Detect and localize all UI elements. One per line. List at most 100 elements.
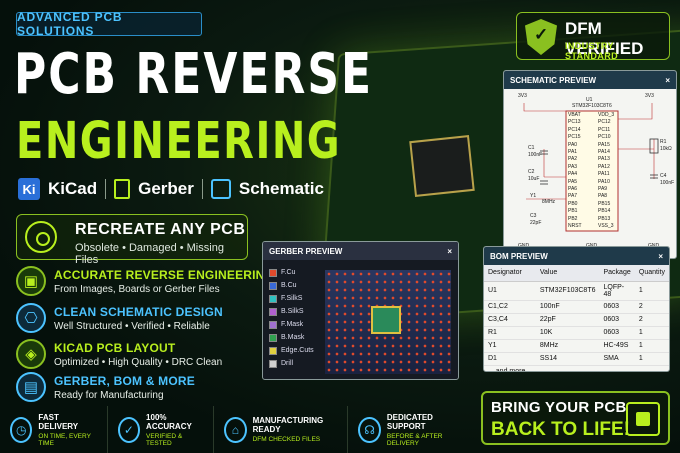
title-line-1: PCB REVERSE — [14, 42, 374, 108]
pin-label: PA11 — [598, 171, 610, 178]
benefit-subtitle: DFM CHECKED FILES — [252, 436, 321, 443]
tools-row: Ki KiCad Gerber Schematic — [18, 178, 324, 200]
tool-gerber: Gerber — [138, 179, 194, 198]
top-badge: ADVANCED PCB SOLUTIONS — [16, 10, 202, 38]
table-cell: 0603 — [599, 300, 635, 314]
table-cell: 2 — [634, 300, 669, 314]
pin-label: PA4 — [568, 171, 578, 178]
schematic-icon: ⎔ — [16, 303, 46, 333]
close-icon[interactable]: × — [658, 251, 663, 261]
table-cell: 2 — [634, 313, 669, 327]
document-icon: ▤ — [16, 372, 46, 402]
benefit-subtitle: VERIFIED & TESTED — [146, 432, 183, 447]
pin-label: VDD_3 — [598, 112, 615, 118]
table-cell: C3,C4 — [484, 313, 536, 327]
layer-color-swatch — [269, 359, 277, 368]
schematic-icon — [210, 179, 231, 199]
recreate-box: RECREATE ANY PCB Obsolete • Damaged • Mi… — [16, 214, 248, 266]
table-row: ... and more components... — [484, 365, 669, 371]
pin-label: NRST — [568, 223, 582, 230]
column-header: Package — [599, 265, 635, 282]
layer-item[interactable]: F.Cu — [269, 266, 314, 279]
feature-title: KICAD PCB LAYOUT — [54, 340, 176, 355]
benefit-title: FAST DELIVERY — [38, 412, 79, 431]
layer-label: Edge.Cuts — [281, 347, 314, 354]
dfm-verified-badge: DFM VERIFIED INDUSTRY STANDARD — [516, 12, 670, 61]
pin-label: VSS_3 — [598, 223, 614, 230]
layer-item[interactable]: Drill — [269, 357, 314, 370]
layer-color-swatch — [269, 346, 277, 355]
feature-title: ACCURATE REVERSE ENGINEERING — [54, 267, 275, 282]
component-value: 8MHz — [542, 199, 556, 205]
pin-label: PA7 — [568, 193, 578, 200]
component-value: 10kΩ — [660, 146, 672, 152]
pin-label: PB15 — [598, 200, 611, 207]
pin-label: PA12 — [598, 163, 610, 170]
pin-label: PB0 — [568, 200, 578, 207]
component-value: 100nF — [528, 152, 543, 158]
cta-box: BRING YOUR PCB BACK TO LIFE! — [481, 391, 670, 445]
layer-item[interactable]: B.SilkS — [269, 305, 314, 318]
benefit-title: 100% ACCURACY — [146, 412, 192, 431]
benefit-subtitle: BEFORE & AFTER DELIVERY — [386, 432, 443, 447]
table-cell: 10K — [535, 326, 600, 340]
table-cell: 22pF — [535, 313, 600, 327]
title-line-2: ENGINEERING — [16, 112, 342, 171]
shield-check-icon — [525, 19, 557, 55]
pin-label: PB14 — [598, 208, 611, 215]
pin-label: VBAT — [568, 112, 581, 118]
table-cell: U1 — [484, 281, 536, 301]
layer-item[interactable]: F.SilkS — [269, 292, 314, 305]
layer-color-swatch — [269, 281, 277, 290]
tool-schematic: Schematic — [238, 179, 324, 198]
feature-title: CLEAN SCHEMATIC DESIGN — [54, 304, 223, 319]
layer-label: B.Mask — [281, 334, 305, 341]
layer-label: F.SilkS — [281, 295, 303, 302]
recreate-subtitle: Obsolete • Damaged • Missing Files — [75, 242, 224, 266]
pin-label: PC13 — [568, 119, 581, 126]
chip-part-number: STM32F103C8T6 — [572, 103, 612, 109]
schematic-preview-window: SCHEMATIC PREVIEW× U1 STM32F103C8T6 VBAT… — [503, 70, 677, 259]
pin-label: PB2 — [568, 215, 578, 222]
component-label: C4 — [660, 173, 667, 179]
schematic-wires — [523, 103, 659, 232]
dfm-subtitle: INDUSTRY STANDARD — [565, 41, 619, 61]
feature-item: ⎔ CLEAN SCHEMATIC DESIGN Well Structured… — [16, 303, 223, 333]
table-cell — [599, 365, 635, 371]
shield-check-icon: ✓ — [117, 416, 141, 443]
component-value: 22pF — [530, 220, 542, 226]
layer-item[interactable]: F.Mask — [269, 318, 314, 331]
table-cell: D1 — [484, 352, 536, 366]
layer-color-swatch — [269, 333, 277, 342]
close-icon[interactable]: × — [447, 246, 452, 256]
layer-color-swatch — [269, 307, 277, 316]
table-cell: C1,C2 — [484, 300, 536, 314]
layer-item[interactable]: Edge.Cuts — [269, 344, 314, 357]
pin-label: PC11 — [598, 126, 611, 133]
layer-item[interactable]: B.Mask — [269, 331, 314, 344]
layer-label: B.SilkS — [281, 308, 304, 315]
cpu-icon: ▣ — [16, 266, 46, 296]
table-cell: 8MHz — [535, 339, 600, 353]
benefit-title: MANUFACTURING READY — [252, 416, 324, 434]
table-cell: Y1 — [484, 339, 536, 353]
close-icon[interactable]: × — [665, 75, 670, 85]
layer-color-swatch — [269, 268, 277, 277]
table-cell: 1 — [634, 339, 669, 353]
table-cell — [535, 365, 600, 371]
table-cell: HC-49S — [599, 339, 635, 353]
feature-desc: Well Structured • Verified • Reliable — [54, 320, 210, 332]
layer-label: Drill — [281, 360, 294, 367]
layer-item[interactable]: B.Cu — [269, 279, 314, 292]
